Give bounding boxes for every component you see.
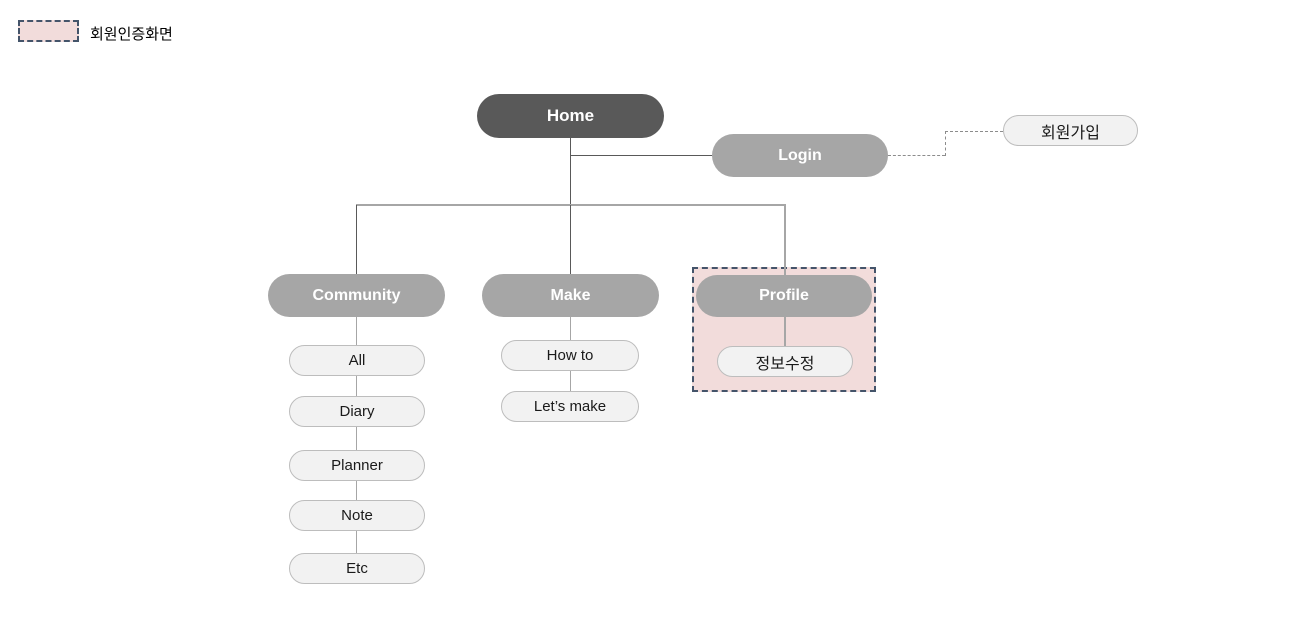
connector-make-howto xyxy=(570,317,571,340)
connector-login-signup-h2 xyxy=(945,131,1003,132)
node-home: Home xyxy=(477,94,664,138)
node-profile-editinfo: 정보수정 xyxy=(717,346,853,377)
node-signup: 회원가입 xyxy=(1003,115,1138,146)
node-profile: Profile xyxy=(696,275,872,317)
node-community-etc: Etc xyxy=(289,553,425,584)
legend-highlight-swatch xyxy=(18,20,79,42)
node-community-all: All xyxy=(289,345,425,376)
connector-main-horizontal xyxy=(356,204,786,206)
connector-login-signup-v xyxy=(945,131,946,156)
connector-all-diary xyxy=(356,376,357,396)
connector-home-down xyxy=(570,138,571,205)
node-make-letsmake: Let’s make xyxy=(501,391,639,422)
node-community-diary: Diary xyxy=(289,396,425,427)
connector-drop-make xyxy=(570,205,571,274)
connector-profile-editinfo xyxy=(784,317,786,346)
node-make-howto: How to xyxy=(501,340,639,371)
connector-howto-letsmake xyxy=(570,371,571,391)
connector-home-login xyxy=(571,155,712,156)
legend-label: 회원인증화면 xyxy=(90,26,173,43)
connector-note-etc xyxy=(356,531,357,553)
connector-community-all xyxy=(356,317,357,345)
node-login: Login xyxy=(712,134,888,177)
node-community: Community xyxy=(268,274,445,317)
connector-planner-note xyxy=(356,481,357,500)
node-community-planner: Planner xyxy=(289,450,425,481)
connector-login-signup-h1 xyxy=(888,155,945,156)
connector-drop-community xyxy=(356,205,357,274)
node-community-note: Note xyxy=(289,500,425,531)
node-make: Make xyxy=(482,274,659,317)
connector-drop-profile xyxy=(784,205,786,275)
connector-diary-planner xyxy=(356,427,357,450)
